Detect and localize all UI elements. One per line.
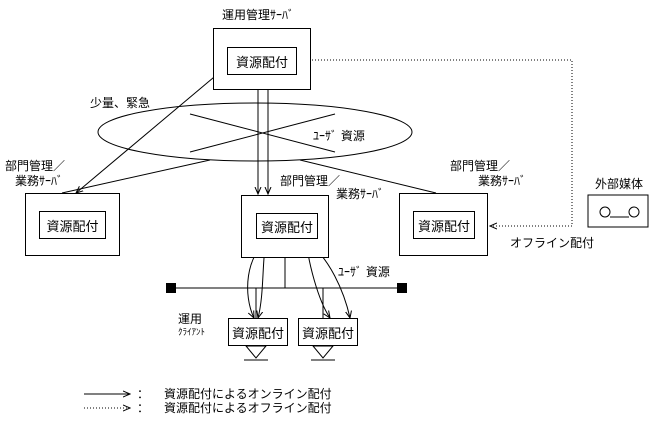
center-resource-box: 資源配付 [227, 47, 297, 75]
right-resource-box: 資源配付 [413, 211, 475, 239]
client-stand [311, 345, 335, 359]
client-resource-box: 資源配付 [298, 318, 358, 346]
external-media-title: 外部媒体 [595, 177, 644, 191]
external-media-box [587, 194, 649, 228]
wan-cross-line [189, 113, 336, 153]
network-line [61, 159, 211, 194]
left-server-title: 部門管理／ [5, 159, 66, 173]
center-server-title: 運用管理ｻｰﾊﾞ [222, 8, 295, 22]
online-arrow [76, 61, 233, 193]
lan-terminator [397, 283, 407, 293]
left-resource-box: 資源配付 [39, 211, 106, 239]
client-resource-box: 資源配付 [228, 318, 288, 346]
network-line [299, 159, 437, 194]
mid-resource-box: 資源配付 [256, 213, 318, 239]
mid-server-title: 業務ｻｰﾊﾞ [336, 187, 385, 201]
lan-user-resource-label: ﾕｰｻﾞ 資源 [338, 265, 390, 279]
media-reel [628, 206, 640, 218]
lan-terminator [166, 283, 176, 293]
legend-colon: ： [137, 387, 150, 401]
legend-online-text: 資源配付によるオンライン配付 [164, 387, 332, 401]
offline-arrow [312, 59, 573, 226]
legend-colon: ： [137, 401, 150, 415]
right-server-title: 部門管理／ [450, 159, 511, 173]
client-title: 運用 [178, 312, 203, 326]
client-title: ｸﾗｲｱﾝﾄ [178, 328, 206, 338]
wan-label: 少量、緊急 [90, 96, 151, 110]
client-stand [244, 345, 268, 359]
legend-offline-text: 資源配付によるオフライン配付 [164, 401, 332, 415]
left-server-title: 業務ｻｰﾊﾞ [15, 174, 64, 188]
right-server-title: 業務ｻｰﾊﾞ [478, 174, 527, 188]
mid-server-title: 部門管理／ [280, 174, 341, 188]
wan-ellipse [97, 102, 413, 162]
media-reel [599, 206, 611, 218]
wan-user-resource-label: ﾕｰｻﾞ 資源 [313, 129, 365, 143]
offline-label: オフライン配付 [510, 236, 595, 250]
